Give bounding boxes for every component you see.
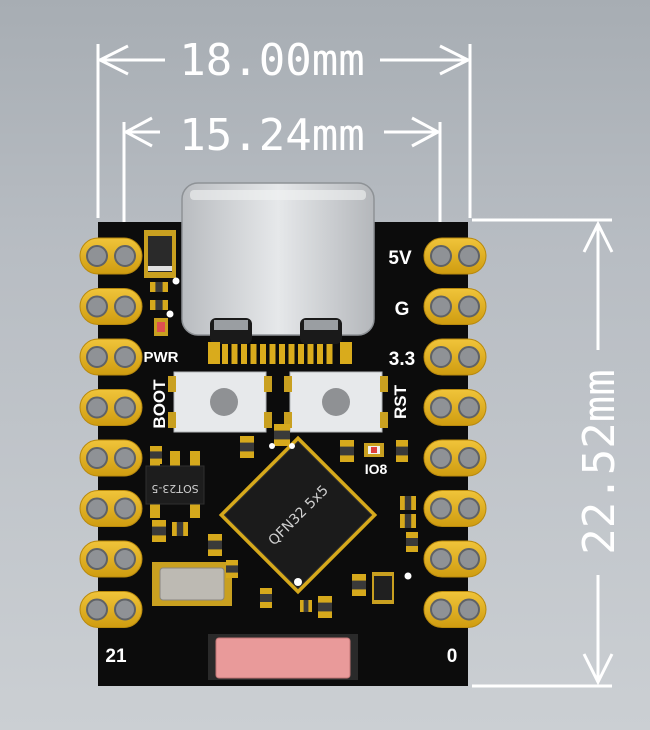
- silk-label-5v: 5V: [388, 248, 412, 269]
- silk-dot: [269, 443, 275, 449]
- header-pad: [423, 237, 487, 275]
- usb-pad: [250, 344, 257, 364]
- crystal: [152, 562, 232, 606]
- usb-pad: [317, 344, 323, 364]
- smd-component: [208, 534, 222, 556]
- silk-label-pin-0: 0: [447, 646, 458, 667]
- smd-component: [400, 496, 416, 510]
- silk-dot: [166, 310, 174, 318]
- usb-pad: [307, 344, 314, 364]
- usb-pad: [269, 344, 276, 364]
- passive-components: [150, 282, 418, 618]
- io8-led: [364, 443, 384, 457]
- silk-label-3v3: 3.3: [389, 349, 415, 370]
- silk-label-io8: IO8: [365, 461, 388, 477]
- usb-pad: [241, 344, 247, 364]
- silk-label-gnd: G: [395, 299, 410, 320]
- left-header-pads: [79, 237, 143, 628]
- small-ic: [372, 572, 394, 604]
- dimension-pin-spacing-label: 15.24mm: [179, 110, 364, 161]
- smd-component: [150, 282, 168, 292]
- smd-component: [340, 440, 354, 462]
- header-pad: [79, 288, 143, 325]
- header-pad: [79, 237, 143, 275]
- usb-pad: [340, 342, 352, 364]
- usb-pad: [279, 344, 285, 364]
- smd-component: [274, 424, 290, 446]
- smd-component: [260, 588, 272, 608]
- boot-button[interactable]: [168, 371, 272, 433]
- silk-label-boot: BOOT: [150, 379, 169, 429]
- usb-signal-pads: [208, 342, 352, 364]
- usb-pad: [288, 344, 295, 364]
- right-header-pads: [423, 237, 487, 628]
- smd-component: [352, 574, 366, 596]
- header-pad: [423, 439, 487, 477]
- smd-component: [172, 522, 188, 536]
- usb-pad: [326, 344, 333, 364]
- antenna: [208, 634, 358, 680]
- header-pad: [423, 490, 487, 527]
- smd-component: [300, 600, 312, 612]
- header-pad: [423, 591, 487, 628]
- silk-label-pwr: PWR: [144, 349, 179, 366]
- usb-pad: [231, 344, 238, 364]
- smd-component: [400, 514, 416, 528]
- usb-pad: [260, 344, 266, 364]
- usb-c-connector: [181, 182, 375, 344]
- header-pad: [79, 591, 143, 628]
- dimension-total-width: [96, 44, 472, 218]
- smd-component: [152, 520, 166, 542]
- silk-dot: [289, 443, 295, 449]
- diode: [144, 230, 176, 278]
- mcu-pin1-dot: [294, 578, 302, 586]
- smd-component: [318, 596, 332, 618]
- silk-label-rst: RST: [391, 384, 410, 419]
- reset-button-plunger[interactable]: [322, 388, 350, 416]
- header-pad: [423, 288, 487, 325]
- smd-component: [396, 440, 408, 462]
- header-pad: [79, 490, 143, 527]
- reset-button[interactable]: [284, 371, 388, 433]
- smd-component: [150, 300, 168, 310]
- header-pad: [423, 338, 487, 376]
- smd-component: [406, 532, 418, 552]
- header-pad: [423, 389, 487, 426]
- header-pad: [79, 439, 143, 477]
- silk-dot: [404, 572, 412, 580]
- smd-component: [150, 446, 162, 464]
- usb-pad: [208, 342, 220, 364]
- smd-component: [226, 560, 238, 578]
- usb-pad: [298, 344, 304, 364]
- smd-component: [240, 436, 254, 458]
- dimension-height-label: 22.52mm: [574, 369, 625, 554]
- regulator-chip-label: SOT23-5: [151, 482, 198, 495]
- header-pad: [423, 540, 487, 578]
- header-pad: [79, 338, 143, 376]
- boot-button-plunger[interactable]: [210, 388, 238, 416]
- silk-label-pin-21: 21: [105, 646, 127, 667]
- dimension-pin-spacing: [122, 116, 442, 222]
- silk-dot: [172, 277, 180, 285]
- header-pad: [79, 389, 143, 426]
- header-pad: [79, 540, 143, 578]
- dimension-height: [472, 218, 614, 688]
- dimension-total-width-label: 18.00mm: [179, 35, 364, 86]
- usb-pad: [222, 344, 228, 364]
- pwr-led: [154, 318, 168, 336]
